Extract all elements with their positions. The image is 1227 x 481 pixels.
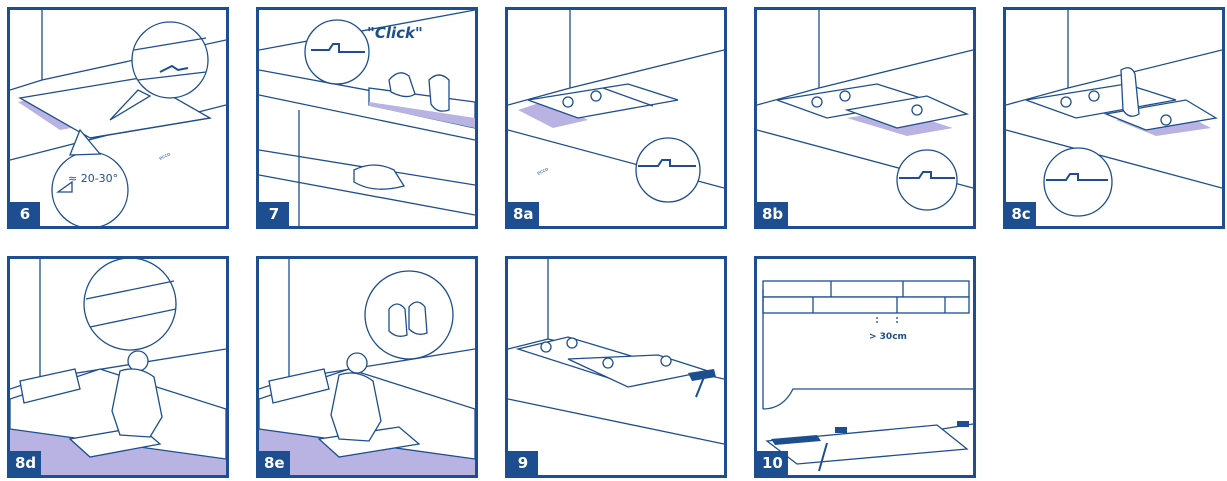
illustration-row-tapping: [508, 259, 724, 475]
illustration-kneeling-press: [259, 259, 475, 475]
svg-text:ecco: ecco: [158, 151, 171, 161]
angle-annotation: ≈ 20-30°: [68, 172, 118, 185]
step-label: 8d: [10, 451, 41, 475]
step-label: 9: [508, 451, 538, 475]
svg-text:ecco: ecco: [536, 166, 549, 176]
illustration-lower-board: [1006, 10, 1222, 226]
illustration-first-row: ecco: [508, 10, 724, 226]
illustration-click-join: [259, 10, 475, 226]
illustration-second-board: [757, 10, 973, 226]
illustration-angle-insert: ecco: [10, 10, 226, 226]
step-label: 8a: [508, 202, 539, 226]
panel-step-8d: 8d: [7, 256, 229, 478]
spacing-annotation: > 30cm: [869, 332, 907, 342]
step-label: 8b: [757, 202, 788, 226]
step-label: 10: [757, 451, 788, 475]
panel-step-8e: 8e: [256, 256, 478, 478]
step-label: 6: [10, 202, 40, 226]
step-label: 8e: [259, 451, 290, 475]
illustration-stagger-layout: [757, 259, 973, 475]
panel-step-7: "Click" 7: [256, 7, 478, 229]
step-label: 8c: [1006, 202, 1036, 226]
illustration-kneeling-push: [10, 259, 226, 475]
click-annotation: "Click": [367, 24, 423, 42]
panel-step-6: ecco ≈ 20-30° 6: [7, 7, 229, 229]
step-label: 7: [259, 202, 289, 226]
panel-step-8b: 8b: [754, 7, 976, 229]
panel-step-8a: ecco 8a: [505, 7, 727, 229]
panel-step-8c: 8c: [1003, 7, 1225, 229]
panel-step-10: > 30cm 10: [754, 256, 976, 478]
panel-step-9: 9: [505, 256, 727, 478]
